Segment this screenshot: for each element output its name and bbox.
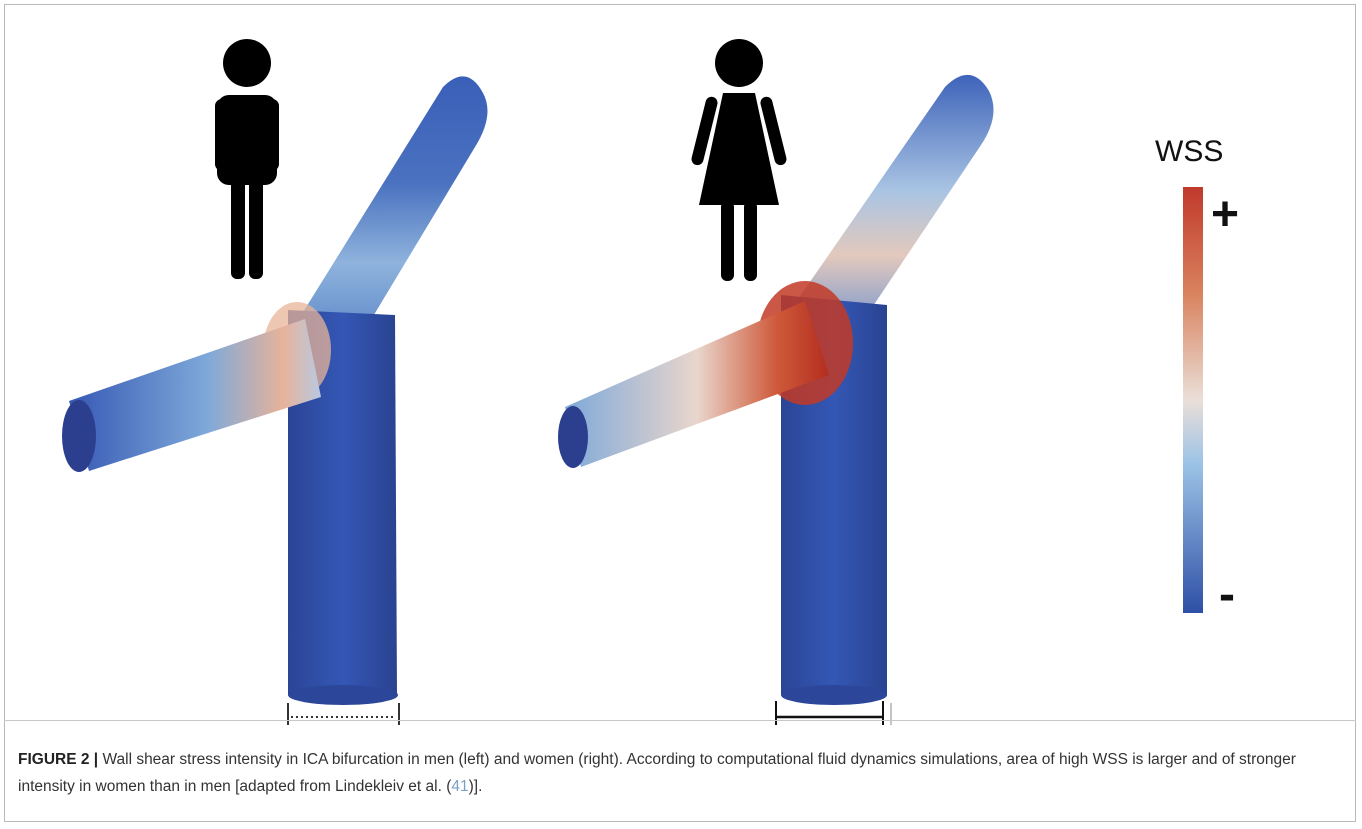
figure-caption: FIGURE 2 | Wall shear stress intensity i… (18, 746, 1338, 800)
legend-max-label: + (1211, 191, 1239, 239)
legend-min-label: - (1219, 571, 1235, 619)
men-upper-branch (295, 76, 488, 343)
caption-text-1: Wall shear stress intensity in ICA bifur… (18, 751, 1296, 795)
caption-text-2: )]. (469, 778, 483, 795)
men-side-branch (69, 319, 321, 471)
legend-title: WSS (1155, 135, 1223, 169)
men-diameter-bar (288, 703, 399, 725)
man-icon (215, 39, 279, 279)
figure-frame: WSS + - (4, 4, 1356, 822)
men-panel (62, 39, 488, 725)
figure-illustration (5, 5, 1357, 725)
citation-link[interactable]: 41 (451, 778, 468, 795)
women-panel (558, 39, 994, 725)
woman-icon (690, 39, 788, 281)
caption-divider (4, 720, 1356, 721)
figure-label: FIGURE 2 | (18, 751, 98, 768)
wss-color-scale (1183, 187, 1203, 613)
